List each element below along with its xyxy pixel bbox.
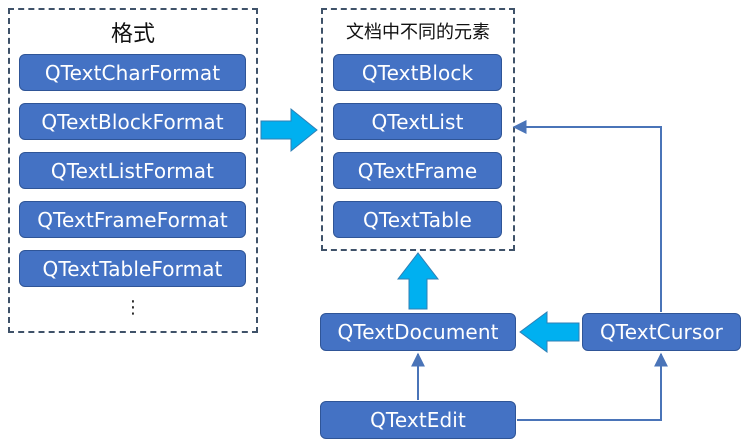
document-to-elements-arrow: [396, 252, 440, 310]
node-qtextdocument[interactable]: QTextDocument: [320, 313, 516, 351]
node-qtextlist[interactable]: QTextList: [333, 103, 502, 140]
format-list-ellipsis: ⋮: [124, 297, 142, 318]
node-qtextblock[interactable]: QTextBlock: [333, 54, 502, 91]
format-to-elements-arrow: [260, 107, 318, 153]
node-qtextframe[interactable]: QTextFrame: [333, 152, 502, 189]
edit-to-cursor-connector: [517, 352, 668, 421]
cursor-to-document-arrow: [519, 311, 580, 353]
cursor-to-textlist-connector: [512, 120, 662, 312]
node-qtextframeformat[interactable]: QTextFrameFormat: [19, 201, 246, 238]
node-qtexttableformat[interactable]: QTextTableFormat: [19, 250, 246, 287]
node-qtextcharformat[interactable]: QTextCharFormat: [19, 54, 246, 91]
node-qtexttable[interactable]: QTextTable: [333, 201, 502, 238]
node-qtextblockformat[interactable]: QTextBlockFormat: [19, 103, 246, 140]
format-group-title: 格式: [110, 22, 155, 47]
elements-group-title: 文档中不同的元素: [346, 22, 490, 43]
node-qtextedit[interactable]: QTextEdit: [320, 401, 516, 439]
node-qtextlistformat[interactable]: QTextListFormat: [19, 152, 246, 189]
format-group: 格式: [8, 8, 258, 333]
node-qtextcursor[interactable]: QTextCursor: [582, 313, 741, 351]
